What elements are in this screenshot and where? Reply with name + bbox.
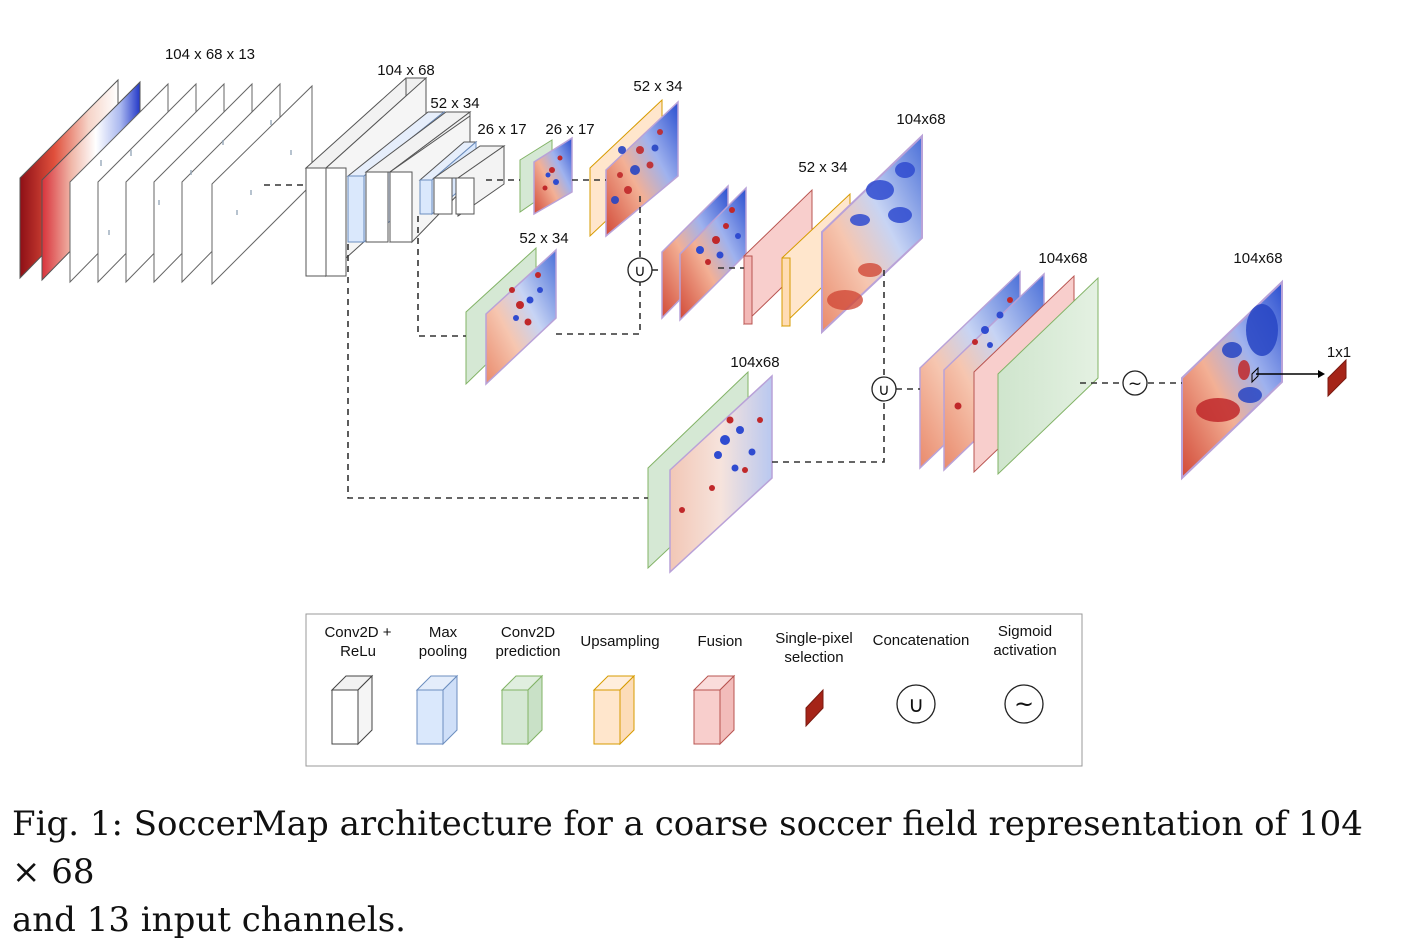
- concat-symbol-2: ∪: [634, 261, 646, 280]
- label-enc2-size: 52 x 34: [430, 95, 479, 112]
- label-input-size: 104 x 68 x 13: [165, 46, 255, 63]
- legend-sigmoid-label-1: Sigmoid: [998, 623, 1052, 640]
- fuse1-block: [973, 274, 1099, 476]
- sigmoid-symbol: ~: [1128, 374, 1142, 394]
- legend-sigmoid-label-2: activation: [993, 642, 1056, 659]
- up3-block: [589, 98, 679, 238]
- legend-pixel-label-1: Single-pixel: [775, 630, 853, 647]
- legend-pixel-swatch: [805, 688, 824, 728]
- legend-pred-label-2: prediction: [495, 643, 560, 660]
- dashed-connectors: [264, 179, 1182, 499]
- up2-output-heatmap: [821, 133, 923, 335]
- caption-line-1: Fig. 1: SoccerMap architecture for a coa…: [12, 804, 1363, 892]
- label-fuse1-size: 104x68: [1038, 250, 1087, 267]
- legend-conv-swatch: [330, 674, 374, 746]
- concat-symbol-1: ∪: [878, 380, 890, 399]
- single-pixel-output: [1327, 358, 1347, 398]
- legend-fusion-swatch: [692, 674, 736, 746]
- pred2-block: [465, 246, 557, 386]
- concat-node-level1: ∪: [871, 376, 897, 402]
- label-enc1-size: 104 x 68: [377, 62, 435, 79]
- concat-node-level2: ∪: [627, 257, 653, 283]
- architecture-diagram: 104 x 68 x 13 104 x 68 52 x 34 26 x 17: [19, 46, 1351, 767]
- legend-concat-symbol: ∪: [908, 693, 924, 718]
- figure-caption: Fig. 1: SoccerMap architecture for a coa…: [12, 800, 1402, 944]
- input-channel-dots: [100, 120, 292, 235]
- encoder-conv-block-3: [432, 145, 506, 217]
- legend-upsampling-label: Upsampling: [580, 633, 659, 650]
- pixel-selection-arrow: [1251, 366, 1325, 384]
- label-up2-size: 104x68: [896, 111, 945, 128]
- pred3-block: [519, 136, 573, 216]
- sigmoid-node: ~: [1122, 370, 1148, 396]
- label-output-size: 104x68: [1233, 250, 1282, 267]
- legend-conv-label-2: ReLu: [340, 643, 376, 660]
- label-pred2-size: 52 x 34: [519, 230, 568, 247]
- legend-pool-label-1: Max: [429, 624, 458, 641]
- legend-concat-label: Concatenation: [873, 632, 970, 649]
- output-heatmap: [1181, 279, 1283, 481]
- legend-pool-label-2: pooling: [419, 643, 467, 660]
- legend-fusion-label: Fusion: [697, 633, 742, 650]
- label-pred3-size: 26 x 17: [545, 121, 594, 138]
- legend-pixel-label-2: selection: [784, 649, 843, 666]
- input-channels-stack: [19, 78, 313, 286]
- label-fuse2-size: 52 x 34: [798, 159, 847, 176]
- label-pixel-size: 1x1: [1327, 344, 1351, 361]
- label-up3-size: 52 x 34: [633, 78, 682, 95]
- pred1-block: [647, 370, 773, 574]
- legend-upsampling-swatch: [592, 674, 636, 746]
- legend-sigmoid-swatch: ~: [1004, 684, 1044, 724]
- legend-pred-swatch: [500, 674, 544, 746]
- legend: Conv2D + ReLu Max pooling Conv2D predict…: [305, 613, 1083, 767]
- caption-line-2: and 13 input channels.: [12, 900, 406, 940]
- label-enc3-size: 26 x 17: [477, 121, 526, 138]
- legend-concat-swatch: ∪: [896, 684, 936, 724]
- legend-conv-label-1: Conv2D +: [324, 624, 391, 641]
- label-pred1-size: 104x68: [730, 354, 779, 371]
- legend-sigmoid-symbol: ~: [1014, 690, 1034, 718]
- concat2-block: [661, 184, 747, 322]
- legend-pool-swatch: [415, 674, 459, 746]
- legend-pred-label-1: Conv2D: [501, 624, 555, 641]
